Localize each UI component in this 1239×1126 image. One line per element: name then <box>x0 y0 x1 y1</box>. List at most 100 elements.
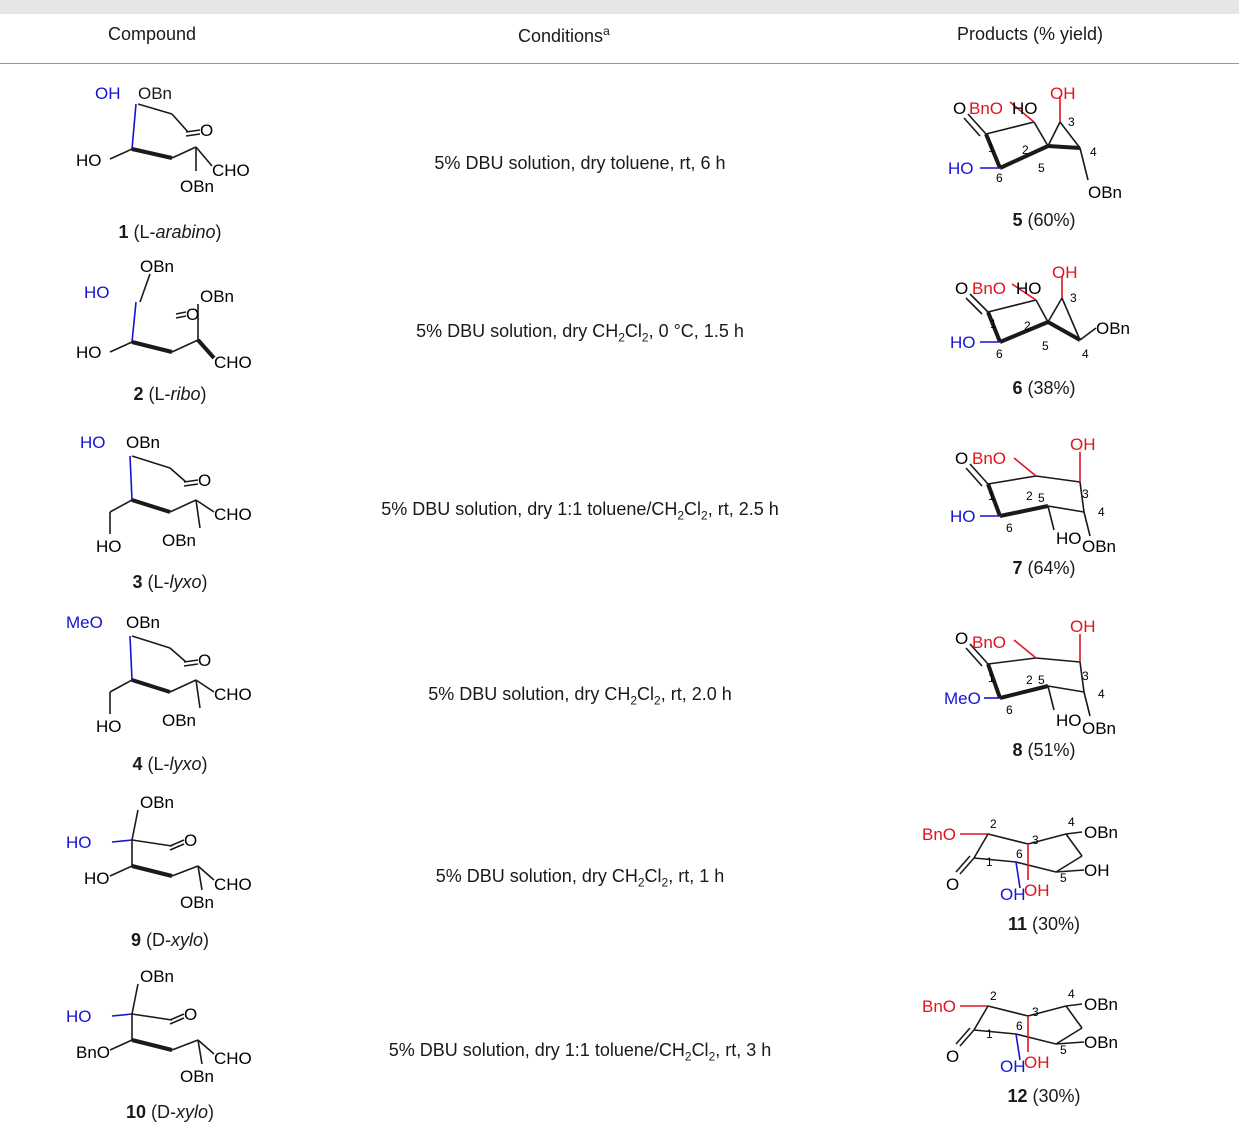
svg-text:6: 6 <box>1006 521 1013 535</box>
svg-text:2: 2 <box>1024 319 1031 333</box>
svg-text:OBn: OBn <box>1082 719 1116 738</box>
product-label: 12 (30%) <box>1007 1086 1081 1106</box>
svg-text:3: 3 <box>1070 291 1077 305</box>
svg-text:OH: OH <box>1070 617 1096 636</box>
svg-text:O: O <box>953 99 966 118</box>
compound-label: 4 (L-lyxo) <box>132 754 208 774</box>
svg-text:OBn: OBn <box>180 893 214 912</box>
svg-text:O: O <box>184 831 197 850</box>
svg-text:OBn: OBn <box>140 257 174 276</box>
compound-label: 1 (L-arabino) <box>118 222 222 242</box>
product-label: 11 (30%) <box>1007 914 1081 934</box>
svg-text:OBn: OBn <box>180 1067 214 1086</box>
svg-text:OH: OH <box>1050 84 1076 103</box>
svg-text:HO: HO <box>76 151 102 170</box>
compound-label: 3 (L-lyxo) <box>132 572 208 592</box>
svg-text:OH: OH <box>1024 881 1050 900</box>
svg-text:OBn: OBn <box>126 433 160 452</box>
header-conditions: Conditionsa <box>518 24 610 46</box>
table-row: OBn HO O BnO CHO OBn 10 (D-xylo) 5% DBU … <box>0 958 1239 1126</box>
svg-text:OBn: OBn <box>138 84 172 103</box>
svg-text:O: O <box>946 1047 959 1066</box>
compound-label: 9 (D-xylo) <box>130 930 210 950</box>
product-structure: BnO OBn OBn O OH OH 1 2 3 4 5 6 <box>922 987 1118 1076</box>
svg-text:HO: HO <box>1056 529 1082 548</box>
svg-text:HO: HO <box>1056 711 1082 730</box>
compound-structure: MeO OBn O CHO HO OBn <box>66 613 252 736</box>
svg-text:MeO: MeO <box>944 689 981 708</box>
svg-text:2: 2 <box>990 817 997 831</box>
svg-text:BnO: BnO <box>972 279 1006 298</box>
svg-text:OBn: OBn <box>1088 183 1122 202</box>
svg-text:BnO: BnO <box>76 1043 110 1062</box>
compound-structure: OBn HO O BnO CHO OBn <box>66 967 252 1086</box>
svg-text:OBn: OBn <box>140 967 174 986</box>
svg-text:2: 2 <box>1026 489 1033 503</box>
table-row: MeO OBn O CHO HO OBn 4 (L-lyxo) 5% DBU s… <box>0 604 1239 774</box>
svg-text:OH: OH <box>1084 861 1110 880</box>
product-structure: O BnO HO OH HO OBn 1 2 3 4 5 6 <box>948 84 1122 202</box>
svg-text:CHO: CHO <box>214 353 252 372</box>
compound-structure: HO OBn O CHO HO OBn <box>80 433 252 556</box>
product-structure: O BnO OH HO HO OBn 1 2 3 4 5 6 <box>950 435 1116 556</box>
svg-text:CHO: CHO <box>212 161 250 180</box>
product-structure: O BnO OH MeO HO OBn 1 2 3 4 5 6 <box>944 617 1116 738</box>
svg-text:HO: HO <box>84 283 110 302</box>
header-compound: Compound <box>108 24 197 44</box>
svg-text:HO: HO <box>948 159 974 178</box>
svg-text:6: 6 <box>996 171 1003 185</box>
compound-label: 2 (L-ribo) <box>133 384 207 404</box>
svg-text:OBn: OBn <box>1084 995 1118 1014</box>
svg-text:OBn: OBn <box>200 287 234 306</box>
product-structure: BnO OBn OH O OH OH 1 2 3 4 5 6 <box>922 815 1118 904</box>
svg-text:5: 5 <box>1060 1043 1067 1057</box>
svg-text:OBn: OBn <box>1084 823 1118 842</box>
conditions-text: 5% DBU solution, dry CH2Cl2, rt, 2.0 h <box>428 684 732 708</box>
conditions-text: 5% DBU solution, dry CH2Cl2, 0 °C, 1.5 h <box>416 321 744 345</box>
svg-text:O: O <box>198 471 211 490</box>
svg-text:5: 5 <box>1060 871 1067 885</box>
svg-text:OBn: OBn <box>1082 537 1116 556</box>
svg-text:O: O <box>186 305 199 324</box>
compound-structure: OBn HO O HO CHO OBn <box>66 793 252 912</box>
svg-text:2: 2 <box>1022 143 1029 157</box>
svg-text:BnO: BnO <box>922 825 956 844</box>
svg-text:O: O <box>955 629 968 648</box>
svg-text:6: 6 <box>1016 847 1023 861</box>
product-structure: O BnO HO OH OBn HO 1 2 3 4 5 6 <box>950 263 1130 361</box>
svg-text:6: 6 <box>1006 703 1013 717</box>
svg-text:O: O <box>198 651 211 670</box>
svg-text:CHO: CHO <box>214 875 252 894</box>
svg-text:5: 5 <box>1038 491 1045 505</box>
svg-text:3: 3 <box>1032 1005 1039 1019</box>
svg-text:4: 4 <box>1090 145 1097 159</box>
svg-text:5: 5 <box>1042 339 1049 353</box>
svg-text:5: 5 <box>1038 673 1045 687</box>
svg-text:CHO: CHO <box>214 685 252 704</box>
svg-text:1: 1 <box>990 317 997 331</box>
svg-text:OBn: OBn <box>126 613 160 632</box>
svg-text:3: 3 <box>1032 833 1039 847</box>
svg-text:MeO: MeO <box>66 613 103 632</box>
svg-text:1: 1 <box>988 671 995 685</box>
svg-text:4: 4 <box>1098 505 1105 519</box>
svg-text:CHO: CHO <box>214 505 252 524</box>
svg-text:O: O <box>946 875 959 894</box>
svg-text:BnO: BnO <box>922 997 956 1016</box>
conditions-text: 5% DBU solution, dry 1:1 toluene/CH2Cl2,… <box>381 499 779 523</box>
svg-text:4: 4 <box>1082 347 1089 361</box>
svg-text:HO: HO <box>84 869 110 888</box>
header-products: Products (% yield) <box>957 24 1104 44</box>
svg-text:HO: HO <box>1012 99 1038 118</box>
svg-text:BnO: BnO <box>969 99 1003 118</box>
svg-text:OBn: OBn <box>162 531 196 550</box>
svg-text:BnO: BnO <box>972 449 1006 468</box>
svg-text:OH: OH <box>95 84 121 103</box>
svg-text:5: 5 <box>1038 161 1045 175</box>
svg-text:OBn: OBn <box>1084 1033 1118 1052</box>
table-row: HO OBn OBn O HO CHO 2 (L-ribo) 5% DBU so… <box>0 254 1239 414</box>
svg-text:BnO: BnO <box>972 633 1006 652</box>
svg-text:1: 1 <box>986 1027 993 1041</box>
svg-text:O: O <box>200 121 213 140</box>
compound-structure: OH OBn O HO CHO OBn <box>76 84 250 196</box>
